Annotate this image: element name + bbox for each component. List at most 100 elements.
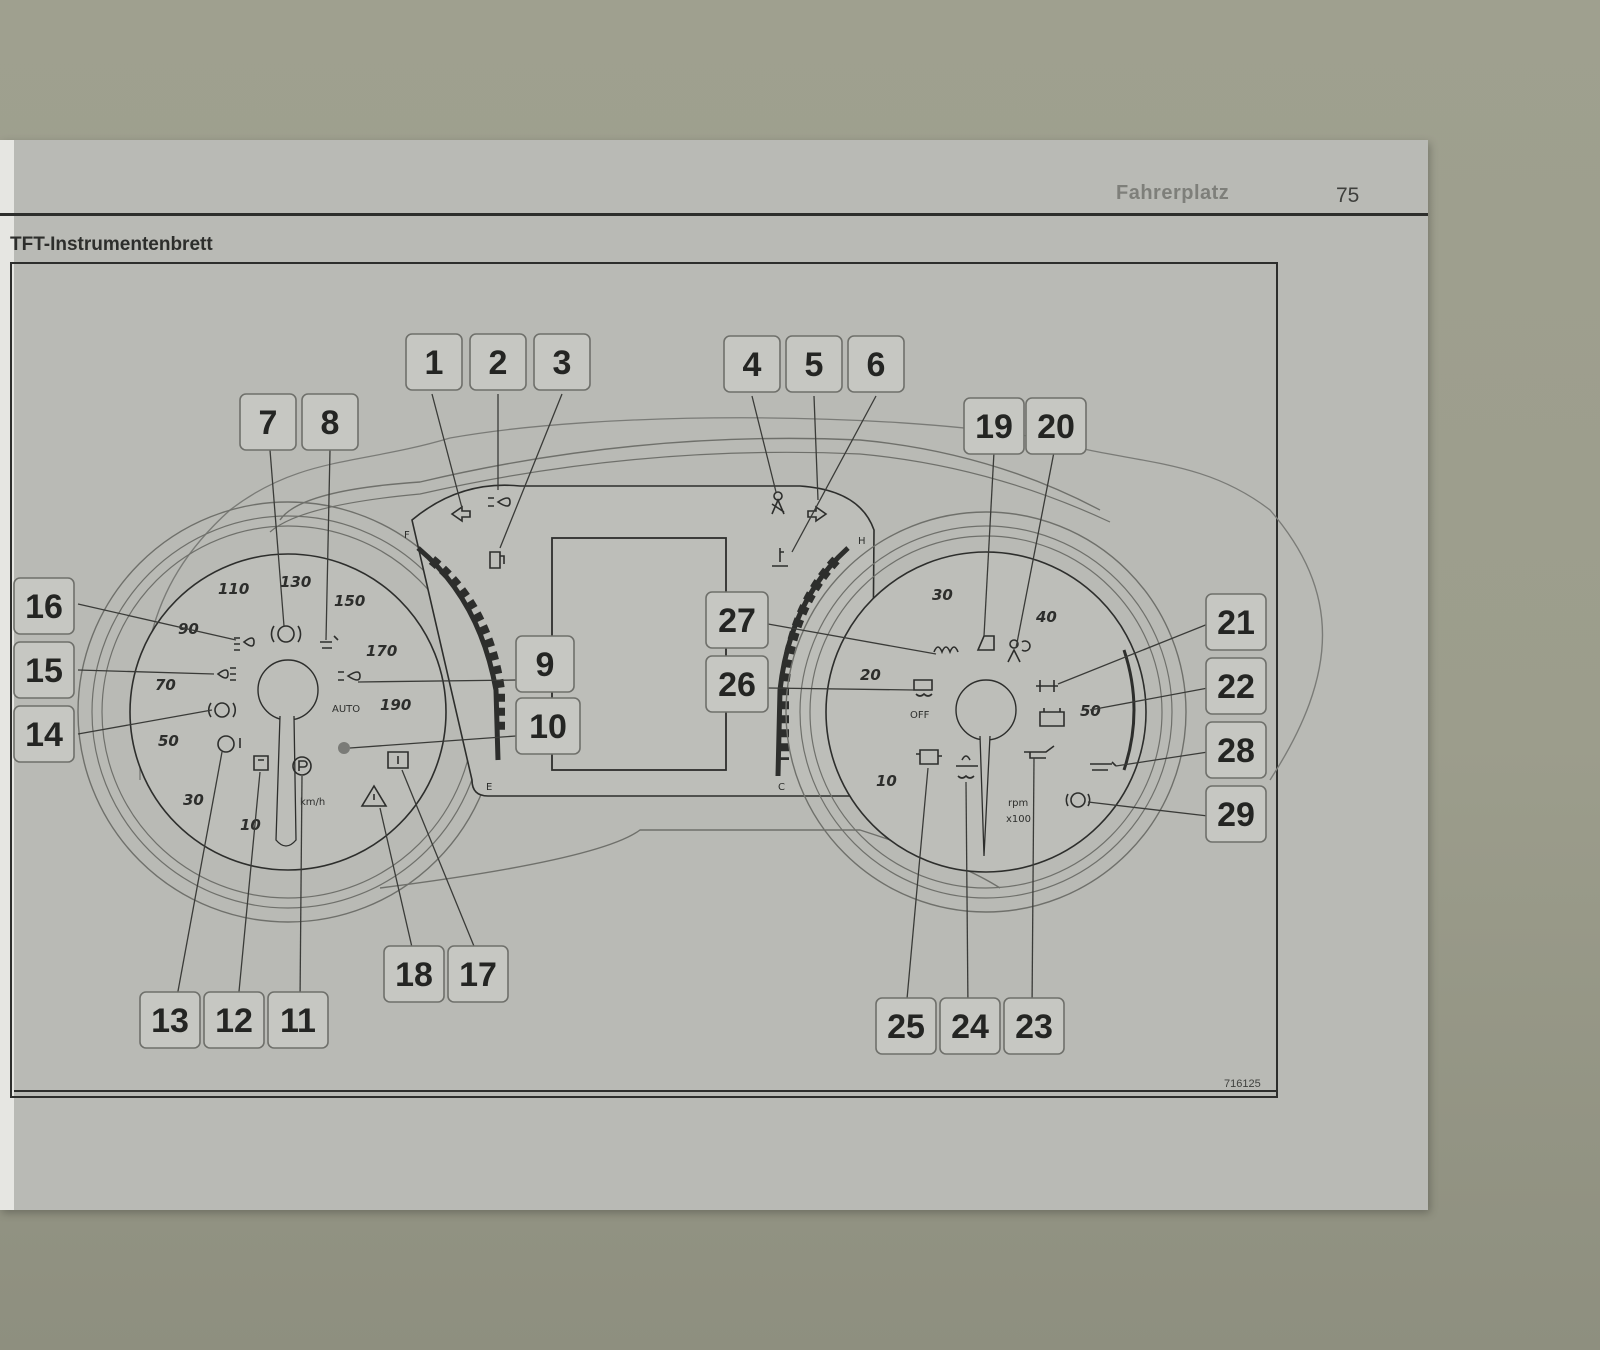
callout-3: 3	[533, 333, 591, 391]
callout-5: 5	[785, 335, 843, 393]
callout-25: 25	[875, 997, 937, 1055]
figure-id: 716125	[1224, 1078, 1261, 1090]
svg-text:19: 19	[975, 408, 1013, 446]
svg-text:5: 5	[805, 346, 824, 384]
svg-text:26: 26	[718, 666, 756, 704]
svg-text:1: 1	[425, 344, 444, 382]
coolant-temp-icon	[772, 548, 788, 567]
speed-mark-190: 190	[380, 696, 411, 714]
tft-screen	[551, 537, 727, 771]
airbag-icon	[1007, 639, 1031, 663]
callout-13: 13	[139, 991, 201, 1049]
svg-text:28: 28	[1217, 732, 1255, 770]
page-number: 75	[1336, 184, 1360, 207]
svg-text:18: 18	[395, 956, 433, 994]
low-beam-icon	[338, 671, 361, 681]
callout-18: 18	[383, 945, 445, 1003]
door-open-icon	[387, 751, 409, 769]
rpm-mark-30: 30	[932, 586, 953, 604]
callout-29: 29	[1205, 785, 1267, 843]
section-title: TFT-Instrumentenbrett	[10, 234, 213, 255]
speed-mark-170: 170	[366, 642, 397, 660]
auto-label: AUTO	[332, 704, 360, 715]
svg-text:25: 25	[887, 1008, 925, 1046]
speedometer-hub	[257, 659, 319, 721]
callout-11: 11	[267, 991, 329, 1049]
hood-outline-outer	[279, 437, 1101, 521]
glow-plug-icon	[253, 755, 269, 771]
svg-text:15: 15	[25, 652, 63, 690]
hood-outline-inner	[269, 451, 1111, 533]
rpm-multiplier-label: x100	[1006, 814, 1031, 825]
svg-text:6: 6	[867, 346, 886, 384]
indicator-dot	[338, 742, 350, 754]
svg-text:21: 21	[1217, 604, 1255, 642]
svg-text:27: 27	[718, 602, 756, 640]
speed-unit: km/h	[300, 797, 325, 808]
fuel-full-label: F	[404, 530, 410, 541]
temp-cold-label: C	[778, 782, 785, 793]
callout-2: 2	[469, 333, 527, 391]
svg-text:23: 23	[1015, 1008, 1053, 1046]
running-head: Fahrerplatz	[1116, 182, 1230, 204]
callout-7: 7	[239, 393, 297, 451]
callout-22: 22	[1205, 657, 1267, 715]
figure-bottom-rule	[14, 1090, 1278, 1092]
rpm-unit-label: rpm	[1008, 798, 1028, 809]
glow-coil-icon	[933, 646, 959, 655]
seatbelt-icon	[771, 491, 785, 515]
redline-arc	[1122, 649, 1136, 771]
rear-fog-light-icon	[216, 667, 236, 681]
callout-26: 26	[705, 655, 769, 713]
svg-text:20: 20	[1037, 408, 1075, 446]
callout-20: 20	[1025, 397, 1087, 455]
esc-off-label: OFF	[910, 710, 930, 721]
service-warning-icon	[1065, 792, 1091, 808]
fog-light-front-icon	[234, 637, 255, 651]
oil-pressure-icon	[1024, 745, 1055, 759]
svg-text:22: 22	[1217, 668, 1255, 706]
svg-text:13: 13	[151, 1002, 189, 1040]
speed-mark-50: 50	[158, 732, 179, 750]
speed-mark-30: 30	[183, 791, 204, 809]
svg-text:24: 24	[951, 1008, 989, 1046]
low-fuel-icon	[489, 551, 505, 569]
svg-text:29: 29	[1217, 796, 1255, 834]
esc-icon	[913, 679, 933, 697]
callout-1: 1	[405, 333, 463, 391]
callout-23: 23	[1003, 997, 1065, 1055]
engine-check-icon	[916, 749, 942, 765]
rpm-mark-10: 10	[876, 772, 897, 790]
callout-17: 17	[447, 945, 509, 1003]
speed-mark-150: 150	[334, 592, 365, 610]
brake-warning-icon	[270, 625, 302, 643]
svg-text:2: 2	[489, 344, 508, 382]
fuel-cap-icon	[976, 635, 995, 651]
tpms-warning-icon	[217, 735, 241, 753]
svg-text:3: 3	[553, 344, 572, 382]
rpm-mark-20: 20	[860, 666, 881, 684]
figure-frame	[10, 262, 1278, 1098]
svg-text:8: 8	[321, 404, 340, 442]
cruise-control-icon	[320, 635, 339, 649]
callout-9: 9	[515, 635, 575, 693]
callout-8: 8	[301, 393, 359, 451]
speed-mark-70: 70	[155, 676, 176, 694]
parking-brake-icon	[292, 756, 312, 776]
callout-28: 28	[1205, 721, 1267, 779]
svg-text:9: 9	[536, 646, 555, 684]
water-in-fuel-icon	[956, 755, 978, 779]
fuel-empty-label: E	[486, 782, 492, 793]
battery-icon	[1039, 708, 1065, 727]
callout-16: 16	[13, 577, 75, 635]
callout-14: 14	[13, 705, 75, 763]
speed-mark-10: 10	[240, 816, 261, 834]
dpf-icon	[1090, 761, 1117, 771]
svg-text:16: 16	[25, 588, 63, 626]
callout-4: 4	[723, 335, 781, 393]
speedometer: 30 50 70 90 110 130 150 170 190 10 km/h …	[77, 501, 499, 923]
callout-10: 10	[515, 697, 581, 755]
callout-19: 19	[963, 397, 1025, 455]
callout-12: 12	[203, 991, 265, 1049]
svg-text:11: 11	[280, 1002, 316, 1040]
